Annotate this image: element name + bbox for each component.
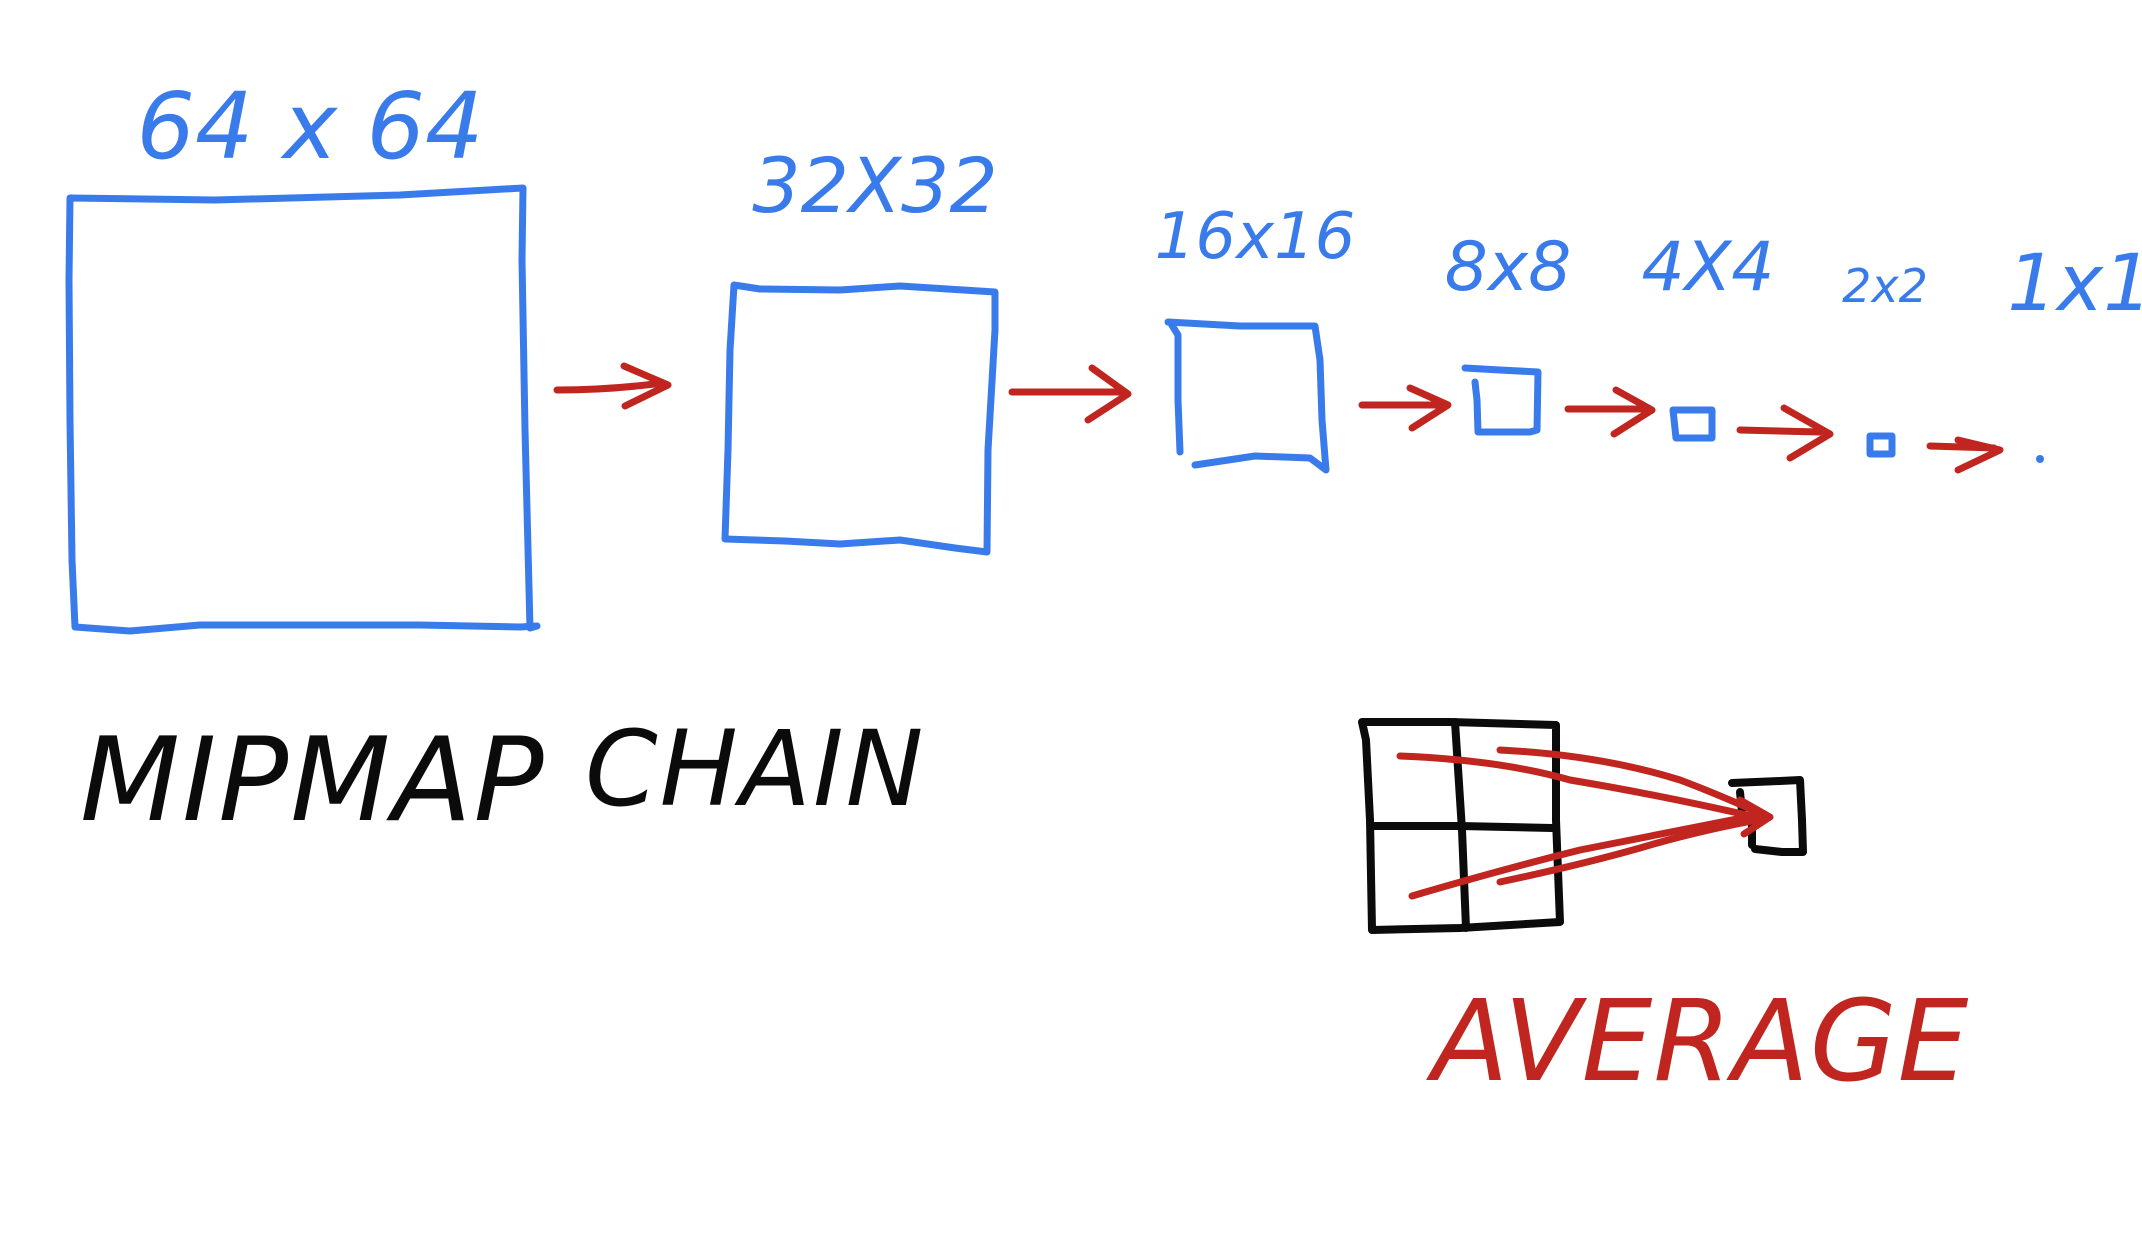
arrow-32-to-16 bbox=[1008, 364, 1132, 424]
label-8x8: 8x8 bbox=[1445, 228, 1572, 307]
label-32x32: 32X32 bbox=[752, 141, 997, 230]
mip-square-64 bbox=[65, 184, 541, 635]
mip-square-32 bbox=[721, 281, 999, 556]
mip-square-16 bbox=[1164, 318, 1330, 474]
mip-square-2 bbox=[1866, 432, 1896, 458]
label-2x2: 2x2 bbox=[1842, 259, 1928, 313]
label-4x4: 4X4 bbox=[1641, 228, 1774, 307]
average-label: AVERAGE bbox=[1426, 977, 1969, 1107]
arrow-64-to-32 bbox=[553, 362, 672, 410]
mip-square-4 bbox=[1669, 406, 1716, 442]
arrow-2-to-1 bbox=[1926, 436, 2004, 474]
mip-dot-1 bbox=[2036, 455, 2044, 463]
label-16x16: 16x16 bbox=[1155, 200, 1356, 274]
arrow-16-to-8 bbox=[1358, 384, 1452, 432]
arrow-4-to-2 bbox=[1736, 404, 1834, 462]
label-64x64: 64 x 64 bbox=[136, 73, 483, 180]
caption-chain: CHAIN bbox=[585, 708, 925, 830]
caption-mipmap: MIPMAP bbox=[80, 713, 546, 848]
arrow-8-to-4 bbox=[1564, 386, 1656, 438]
mip-square-8 bbox=[1461, 364, 1542, 436]
average-arrows bbox=[1396, 746, 1774, 900]
label-1x1: 1x1 bbox=[2007, 239, 2142, 329]
